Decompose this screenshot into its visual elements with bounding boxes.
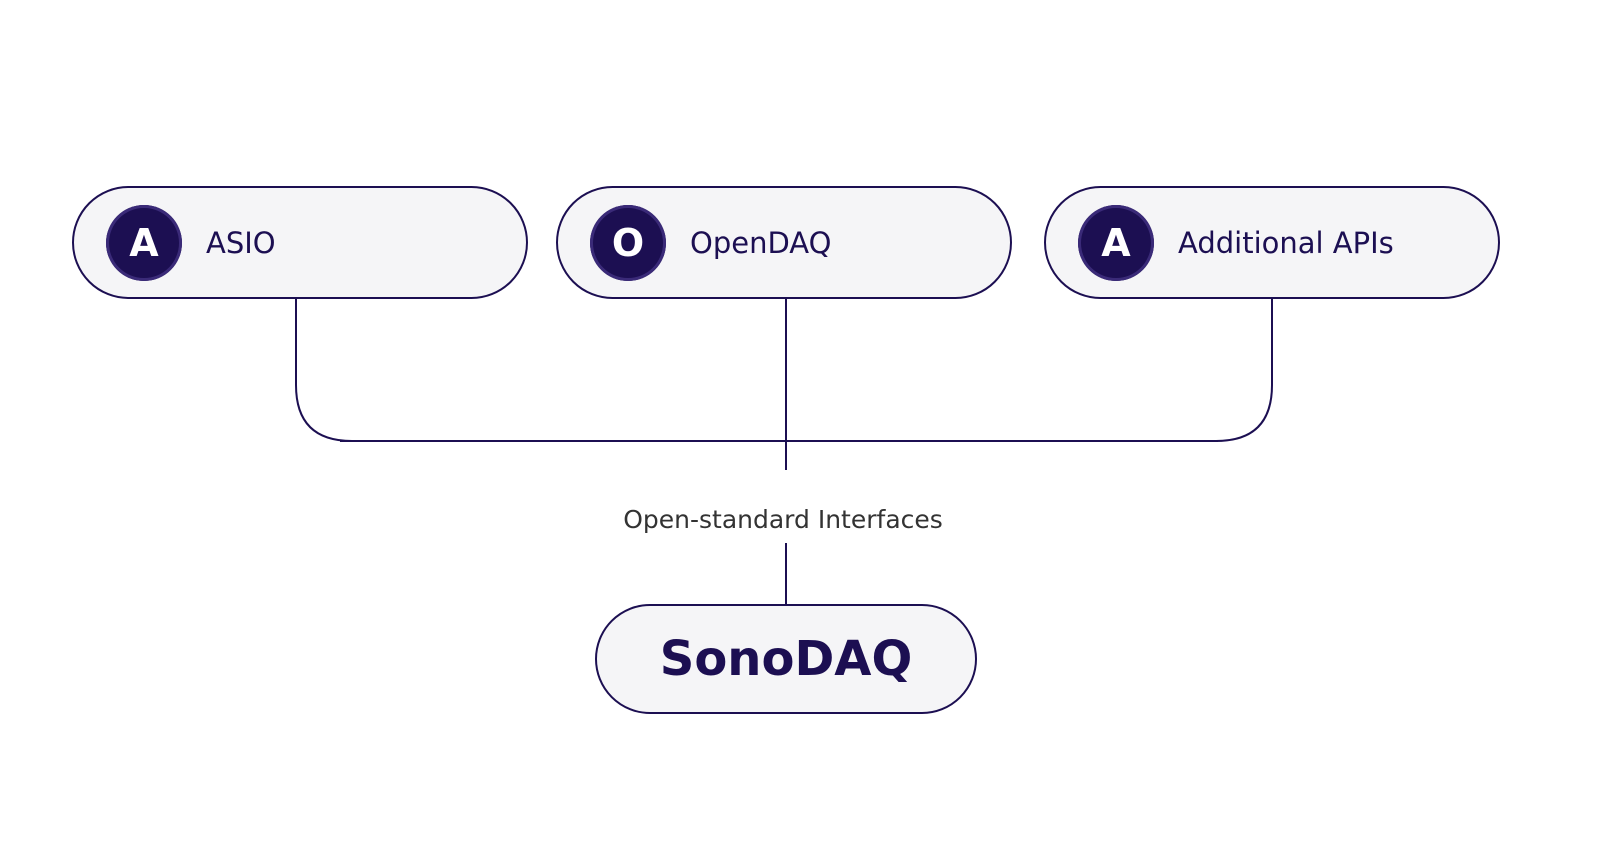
sonodaq-label: SonoDAQ — [659, 631, 913, 687]
sonodaq-node: SonoDAQ — [595, 604, 977, 714]
additional-apis-connector — [1215, 299, 1273, 442]
asio-label: ASIO — [206, 225, 276, 260]
opendaq-badge-icon: O — [590, 204, 666, 281]
asio-connector — [295, 299, 353, 442]
additional-apis-label: Additional APIs — [1178, 225, 1394, 260]
connector-label: Open-standard Interfaces — [623, 505, 943, 534]
opendaq-node: O OpenDAQ — [556, 186, 1012, 299]
asio-node: A ASIO — [72, 186, 528, 299]
additional-apis-badge-icon: A — [1078, 204, 1154, 281]
opendaq-label: OpenDAQ — [690, 225, 832, 260]
asio-badge-icon: A — [106, 204, 182, 281]
additional-apis-node: A Additional APIs — [1044, 186, 1500, 299]
